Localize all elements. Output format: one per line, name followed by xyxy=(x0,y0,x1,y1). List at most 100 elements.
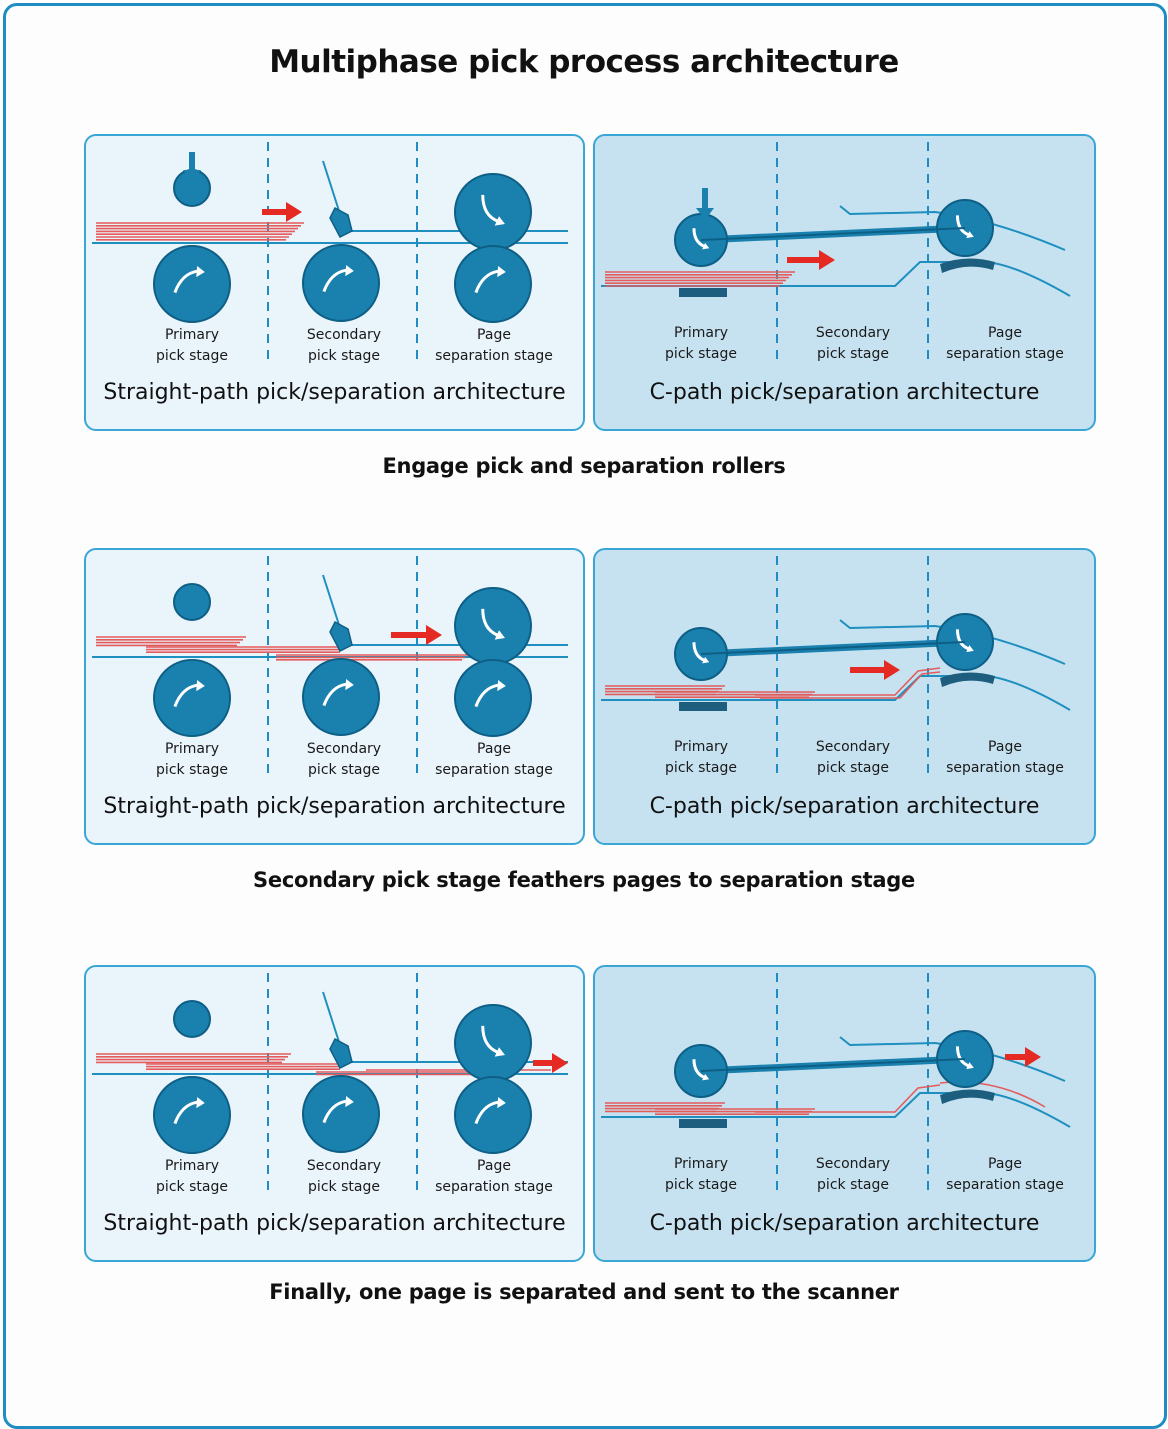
separation-roller-bottom-rotation-arrow xyxy=(474,1100,499,1125)
separation-roller-top-rotation-arrowhead xyxy=(494,630,505,640)
primary-stage-label-line: Primary xyxy=(673,325,729,341)
primary-drive-roller-rotation-arrow xyxy=(173,269,198,294)
secondary-pick-roller xyxy=(302,658,380,736)
separation-pad xyxy=(940,672,995,687)
c-path-diagram xyxy=(601,973,1071,1197)
separation-roller-bottom-rotation-arrow xyxy=(474,683,499,708)
primary-stage-label-line: pick stage xyxy=(665,1177,737,1193)
separation-roller-top-rotation-arrowhead xyxy=(494,1047,505,1057)
secondary-pick-roller xyxy=(302,244,380,322)
engage-arrow-shaft xyxy=(189,152,195,172)
primary-stage-label-line: Primary xyxy=(673,739,729,755)
pick-arm-axis xyxy=(700,641,966,655)
feathered-sheet-curve xyxy=(755,667,941,696)
primary-drive-roller-rotation-arrowhead xyxy=(196,680,205,692)
engage-arrow-head xyxy=(183,170,201,182)
exit-arrow-head xyxy=(1025,1047,1041,1067)
straight-path-title: Straight-path pick/separation architectu… xyxy=(103,380,566,405)
c-path-title: C-path pick/separation architecture xyxy=(649,1211,1040,1236)
separation-roller-bottom xyxy=(454,1076,532,1154)
feathered-sheet-curve xyxy=(755,1084,941,1113)
feathered-sheet-curve xyxy=(760,671,941,699)
primary-stage-label-line: pick stage xyxy=(156,348,228,364)
straight-path-diagram xyxy=(92,556,568,780)
primary-drive-roller-body xyxy=(153,659,231,737)
pick-arm-axis xyxy=(700,1058,966,1072)
feather-pad xyxy=(329,1037,353,1069)
separation-roller-bottom-body xyxy=(454,659,532,737)
straight-path-title: Straight-path pick/separation architectu… xyxy=(103,1211,566,1236)
primary-stage-label-line: pick stage xyxy=(156,1179,228,1195)
page-stage-label: Page separation stage xyxy=(419,1156,569,1198)
separation-roller-top-rotation-arrowhead xyxy=(494,216,505,226)
primary-pick-roller-rotation-arrow xyxy=(692,228,706,248)
feed-arrow xyxy=(262,202,302,222)
separation-pad xyxy=(940,1089,995,1104)
primary-drive-roller-rotation-arrow xyxy=(173,683,198,708)
separation-roller-top xyxy=(454,1004,532,1082)
page-stage-label-line: Page xyxy=(477,1158,511,1174)
primary-pick-roller-rotation-arrow xyxy=(692,642,706,662)
separation-roller-top-rotation-arrow xyxy=(481,1025,499,1054)
straight-path-diagram xyxy=(92,973,568,1197)
secondary-stage-label-line: pick stage xyxy=(817,346,889,362)
primary-drive-roller-body xyxy=(153,245,231,323)
engage-arrow-shaft xyxy=(702,188,708,210)
page-stage-label-line: Page xyxy=(988,1156,1022,1172)
primary-stage-label-line: Primary xyxy=(164,327,220,343)
primary-stage-label-line: pick stage xyxy=(156,762,228,778)
primary-pick-pad xyxy=(679,288,727,297)
sheet-stack xyxy=(605,1102,725,1113)
exit-arrow-head xyxy=(552,1053,568,1073)
feed-arrow xyxy=(850,660,900,680)
engage-arrow xyxy=(696,188,714,220)
primary-drive-roller-rotation-arrowhead xyxy=(196,266,205,278)
straight-path-diagram xyxy=(92,142,568,366)
exit-arrow-shaft xyxy=(533,1060,556,1066)
engage-arrow-head xyxy=(696,208,714,220)
secondary-stage-label-line: pick stage xyxy=(817,760,889,776)
primary-drive-roller-rotation-arrow xyxy=(173,1100,198,1125)
feather-arm xyxy=(322,991,341,1046)
primary-drive-roller xyxy=(153,1076,231,1154)
secondary-stage-label-line: pick stage xyxy=(308,1179,380,1195)
sheet-stack xyxy=(96,636,246,647)
feather-arm xyxy=(322,160,341,215)
separation-roller-bottom xyxy=(454,245,532,323)
secondary-pick-roller-rotation-arrow xyxy=(322,682,347,707)
separation-roller-bottom xyxy=(454,659,532,737)
feathered-sheets xyxy=(146,1063,346,1070)
primary-pick-roller-rotation-arrowhead xyxy=(702,242,710,250)
page-stage-label-line: separation stage xyxy=(435,1179,553,1195)
sheet-stack xyxy=(605,685,725,696)
primary-drive-roller-rotation-arrowhead xyxy=(196,1097,205,1109)
primary-stage-label-line: pick stage xyxy=(665,760,737,776)
separation-roller-bottom-rotation-arrow xyxy=(474,269,499,294)
c-path-lower-guide xyxy=(601,261,1071,297)
primary-stage-label: Primary pick stage xyxy=(626,737,776,779)
separation-roller-rotation-arrowhead xyxy=(966,645,974,653)
feather-arm xyxy=(322,574,341,629)
secondary-stage-label-line: pick stage xyxy=(817,1177,889,1193)
feed-arrow-head xyxy=(819,250,835,270)
secondary-pick-roller-rotation-arrow xyxy=(322,1099,347,1124)
step-caption: Finally, one page is separated and sent … xyxy=(269,1280,899,1304)
page-stage-label-line: separation stage xyxy=(435,348,553,364)
primary-stage-label-line: Primary xyxy=(164,1158,220,1174)
feed-arrow xyxy=(787,250,835,270)
step-caption: Engage pick and separation rollers xyxy=(382,454,786,478)
page-stage-label-line: Page xyxy=(477,741,511,757)
separation-pad xyxy=(940,258,995,273)
secondary-pick-roller-rotation-arrow xyxy=(322,268,347,293)
